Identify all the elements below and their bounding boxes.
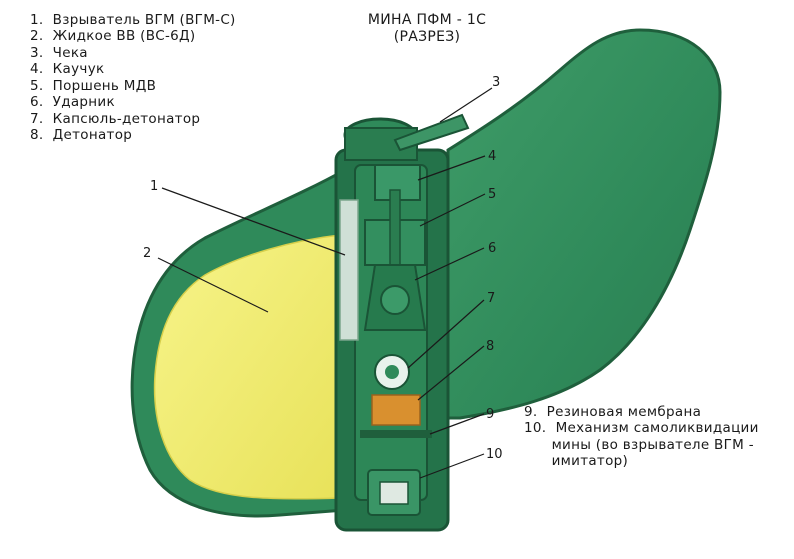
- legend-item: 3. Чека: [30, 45, 236, 61]
- callout-3: 3: [492, 75, 500, 90]
- mdv-piston-rod: [389, 189, 401, 266]
- legend-item-number: 3.: [30, 44, 44, 61]
- legend-item: 9. Резиновая мембрана: [524, 404, 759, 420]
- callout-leaders: [157, 87, 493, 479]
- detonator: [371, 394, 421, 426]
- leader-6: [414, 247, 485, 281]
- legend-item-text: Капсюль-детонатор: [52, 110, 201, 127]
- legend-item-text: Детонатор: [52, 127, 133, 144]
- title-line-2: (РАЗРЕЗ): [393, 29, 461, 46]
- self-destruct-core: [379, 481, 409, 505]
- leader-8: [417, 345, 485, 401]
- leader-10: [419, 453, 485, 479]
- legend-item: 8. Детонатор: [30, 127, 236, 143]
- legend-item-text: имитатор): [551, 453, 629, 470]
- legend-item: имитатор): [524, 453, 759, 469]
- legend-item-number: 10.: [524, 420, 547, 437]
- legend-item-number: 9.: [524, 404, 538, 420]
- diagram-title: МИНА ПФМ - 1С (РАЗРЕЗ): [352, 12, 502, 46]
- callout-8: 8: [486, 339, 494, 354]
- callout-10: 10: [486, 447, 503, 462]
- callout-1: 1: [150, 179, 158, 194]
- legend-item: 5. Поршень МДВ: [30, 78, 236, 94]
- legend-item-text: Жидкое ВВ (ВС-6Д): [52, 28, 196, 45]
- legend-item: 1. Взрыватель ВГМ (ВГМ-С): [30, 12, 236, 28]
- callout-4: 4: [488, 149, 496, 164]
- legend-item-number: 4.: [30, 61, 44, 78]
- legend-item: 6. Ударник: [30, 94, 236, 110]
- rubber-membrane: [360, 430, 432, 438]
- legend-item-number: 2.: [30, 28, 44, 45]
- legend-item-number: 6.: [30, 94, 44, 111]
- mine-wing: [446, 28, 722, 420]
- legend-item-text: мины (во взрывателе ВГМ -: [551, 436, 754, 453]
- legend-item-text: Чека: [52, 44, 88, 61]
- leader-1: [161, 187, 346, 256]
- legend-item-text: Поршень МДВ: [52, 77, 157, 94]
- callout-5: 5: [488, 187, 496, 202]
- capsule-detonator-core: [385, 365, 399, 379]
- legend-item: 7. Капсюль-детонатор: [30, 111, 236, 127]
- callout-6: 6: [488, 241, 496, 256]
- legend-top: 1. Взрыватель ВГМ (ВГМ-С)2. Жидкое ВВ (В…: [30, 12, 236, 144]
- leader-2: [157, 257, 269, 313]
- legend-item: 2. Жидкое ВВ (ВС-6Д): [30, 28, 236, 44]
- fuze-light-sleeve: [339, 199, 359, 341]
- legend-item-text: Ударник: [52, 94, 115, 111]
- legend-item: 4. Каучук: [30, 61, 236, 77]
- liquid-explosive: [153, 234, 341, 500]
- legend-item-text: Каучук: [52, 61, 105, 78]
- leader-7: [407, 299, 485, 369]
- leader-4: [417, 155, 486, 181]
- legend-item: 10. Механизм самоликвидации: [524, 420, 759, 436]
- legend-item-text: Механизм самоликвидации: [555, 420, 759, 437]
- legend-item-text: Резиновая мембрана: [546, 404, 702, 420]
- legend-item-number: 5.: [30, 77, 44, 94]
- legend-item-number: 8.: [30, 127, 44, 144]
- legend-item-number: 1.: [30, 12, 44, 28]
- legend-item-text: Взрыватель ВГМ (ВГМ-С): [52, 12, 236, 28]
- callout-2: 2: [143, 246, 151, 261]
- leader-5: [419, 193, 486, 227]
- title-line-1: МИНА ПФМ - 1С: [367, 12, 487, 28]
- callout-7: 7: [487, 291, 495, 306]
- callout-numbers: 1 2 3 4 5 6 7 8 9 10: [143, 75, 503, 462]
- legend-item: мины (во взрывателе ВГМ -: [524, 437, 759, 453]
- callout-9: 9: [486, 407, 494, 422]
- legend-item-number: 7.: [30, 110, 44, 127]
- leader-3: [439, 87, 493, 123]
- leader-9: [429, 413, 485, 435]
- safety-pin: [393, 113, 470, 152]
- striker-ball: [380, 285, 410, 315]
